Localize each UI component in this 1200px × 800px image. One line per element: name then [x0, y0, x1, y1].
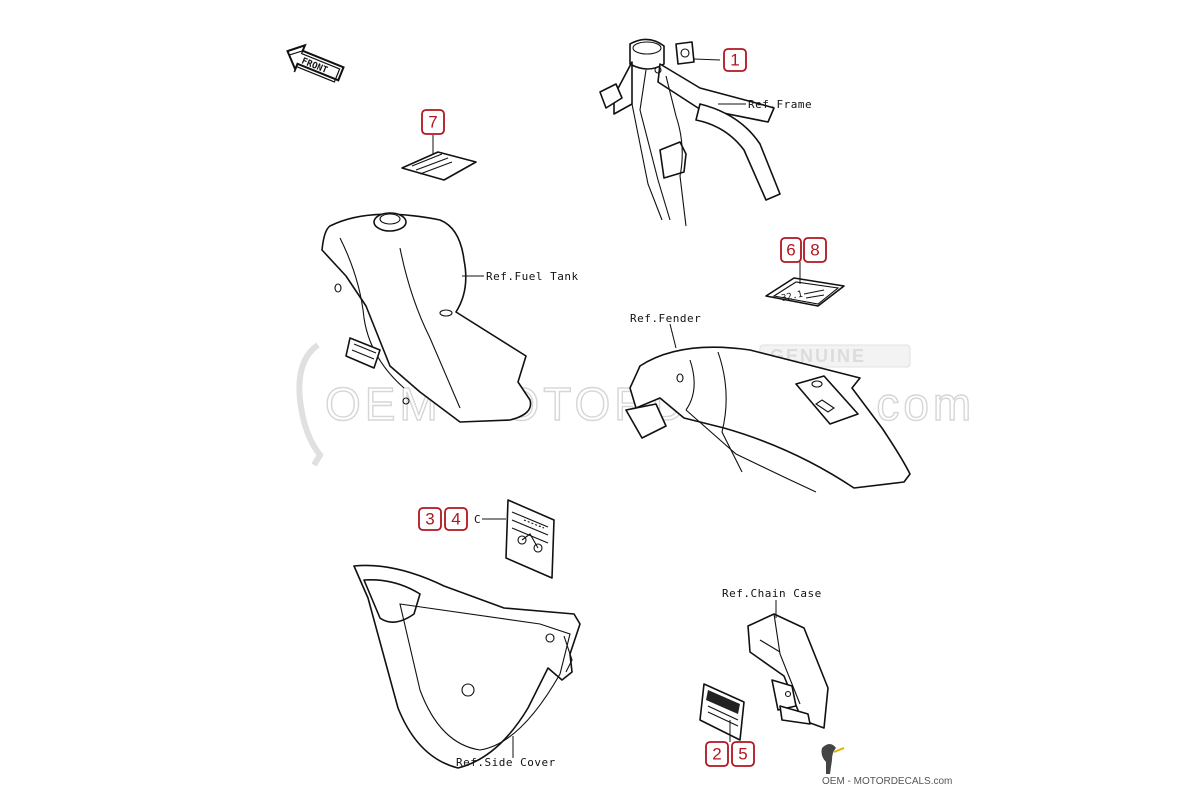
ref-frame-label: Ref.Frame	[748, 98, 812, 111]
callout-6: 6	[780, 237, 802, 263]
callout-1: 1	[723, 48, 747, 72]
decal-6-8-text: 32.1	[781, 290, 804, 304]
callout-8: 8	[803, 237, 827, 263]
callout-7-label: 7	[428, 113, 437, 132]
decal-6-8: 32.1	[765, 277, 845, 307]
ref-chain-case-label: Ref.Chain Case	[722, 587, 822, 600]
callout-5-label: 5	[738, 745, 747, 764]
callout-c-suffix: C	[474, 513, 481, 526]
fender-part	[625, 346, 911, 493]
callout-6-label: 6	[786, 241, 795, 260]
callout-1-label: 1	[730, 51, 739, 70]
front-arrow: FRONT	[286, 43, 345, 83]
callout-3-label: 3	[425, 510, 434, 529]
ref-fuel-tank-label: Ref.Fuel Tank	[486, 270, 579, 283]
fuel-tank-part	[321, 212, 532, 423]
ref-fender-label: Ref.Fender	[630, 312, 701, 325]
ref-side-cover-label: Ref.Side Cover	[456, 756, 556, 769]
callout-4-label: 4	[451, 510, 460, 529]
decal-3-4	[505, 499, 555, 579]
callout-4: 4	[444, 507, 468, 531]
callout-5: 5	[731, 741, 755, 767]
decal-2-5	[699, 683, 745, 741]
decal-1	[675, 41, 695, 65]
callout-3: 3	[418, 507, 442, 531]
frame-part	[599, 38, 781, 227]
callout-2-label: 2	[712, 745, 721, 764]
callout-8-label: 8	[810, 241, 819, 260]
callout-7: 7	[421, 109, 445, 135]
chain-case-part	[747, 613, 829, 729]
footer-logo-text: OEM - MOTORDECALS.com	[822, 776, 952, 787]
callout-2: 2	[705, 741, 729, 767]
footer-logo: OEM - MOTORDECALS.com	[821, 744, 952, 787]
decal-7	[401, 151, 477, 181]
side-cover-part	[353, 564, 581, 769]
